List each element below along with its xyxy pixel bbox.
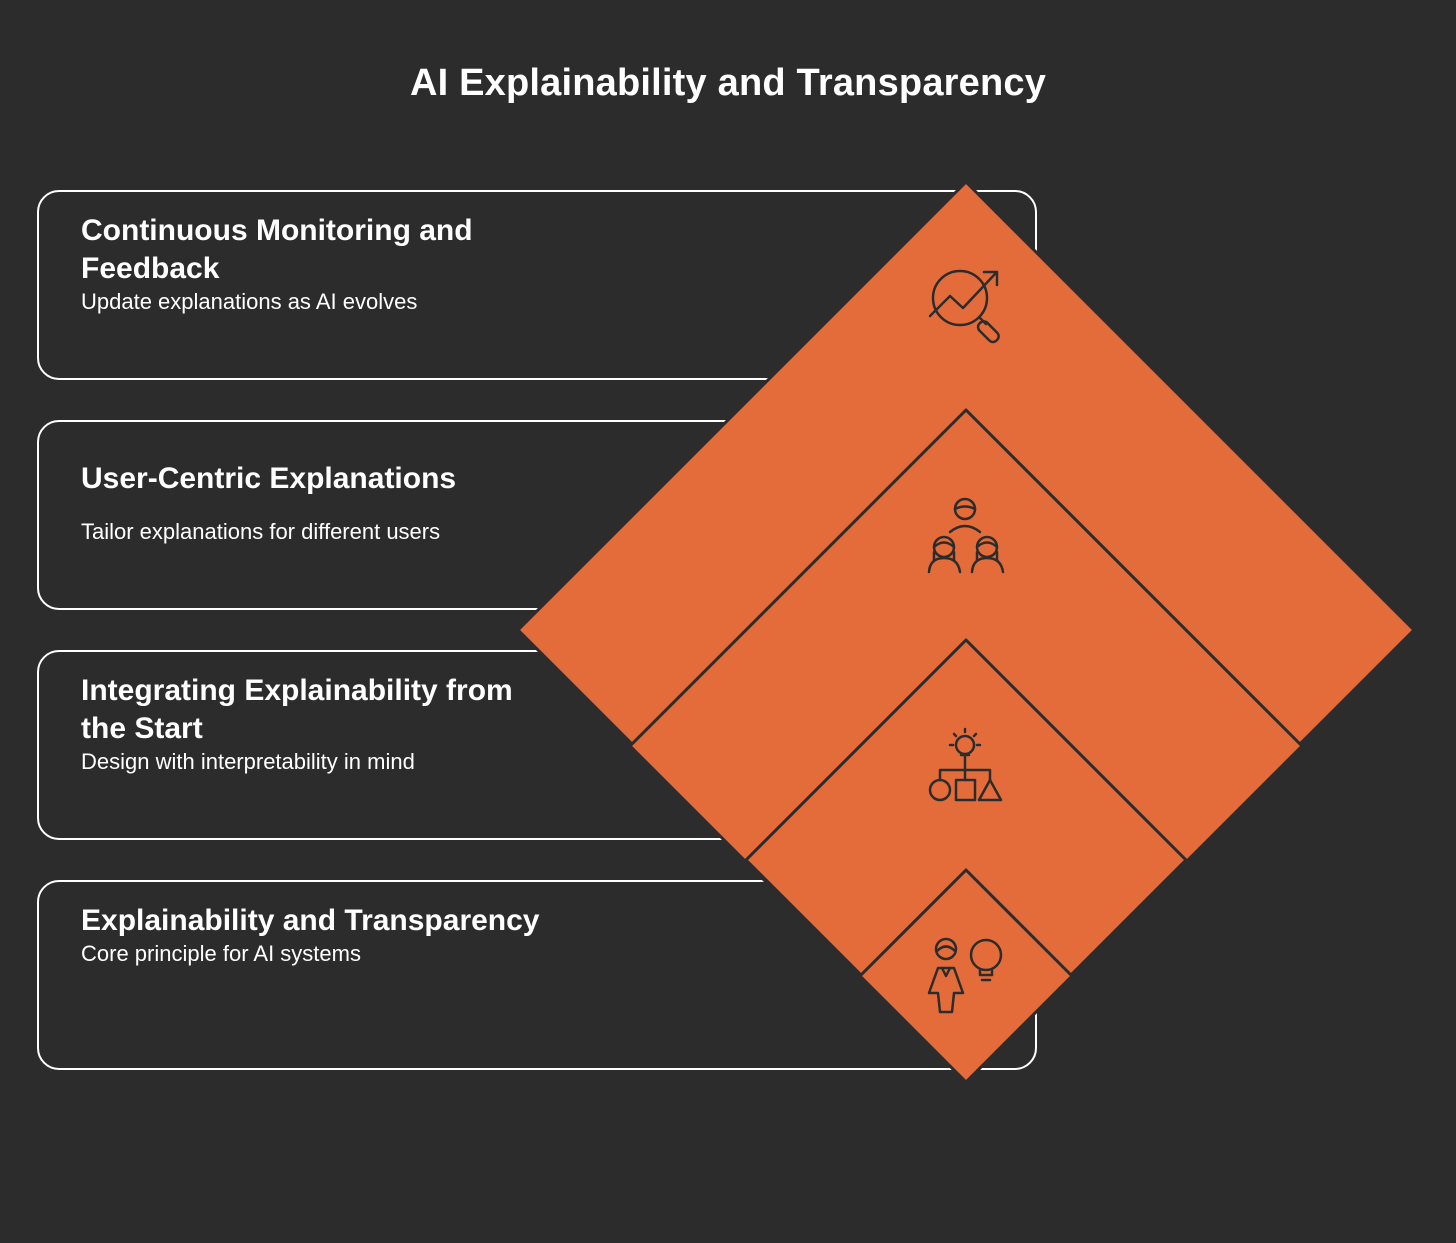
layer-card-core: Explainability and Transparency Core pri…	[37, 880, 1037, 1070]
users-group-icon	[927, 497, 1005, 574]
layer-description: Design with interpretability in mind	[81, 749, 415, 774]
layer-heading: Continuous Monitoring and Feedback	[81, 214, 473, 285]
layer-heading: Explainability and Transparency	[81, 904, 540, 937]
layer-description: Tailor explanations for different users	[81, 519, 441, 544]
layer-card-monitoring: Continuous Monitoring and Feedback Updat…	[37, 190, 1037, 380]
layer-heading: Integrating Explainability from the Star…	[81, 674, 513, 745]
layer-heading: User-Centric Explanations	[81, 462, 457, 495]
person-idea-icon	[927, 937, 1003, 1014]
layer-description: Update explanations as AI evolves	[81, 289, 418, 314]
layer-card-integrating: Integrating Explainability from the Star…	[37, 650, 1037, 840]
monitoring-chart-icon	[928, 269, 1000, 344]
diagram-title: AI Explainability and Transparency	[409, 62, 1047, 104]
diamond-layer-core	[858, 868, 1074, 1084]
idea-shapes-icon	[928, 727, 1003, 802]
layer-description: Core principle for AI systems	[81, 941, 361, 966]
